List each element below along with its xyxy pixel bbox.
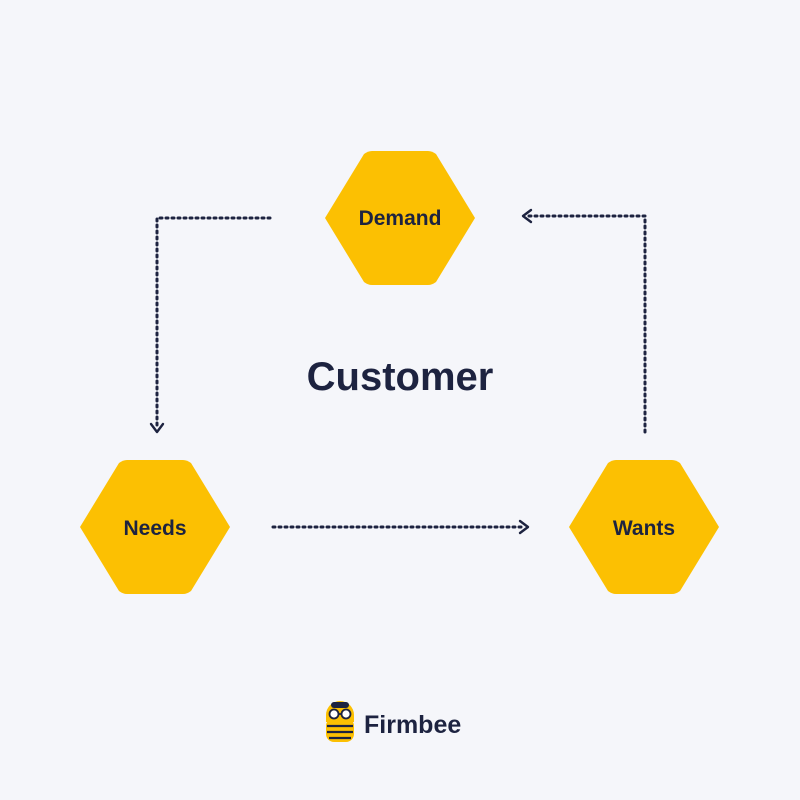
brand-name: Firmbee bbox=[364, 711, 461, 739]
node-needs: Needs bbox=[80, 460, 230, 594]
connector-demand-to-needs bbox=[149, 216, 272, 434]
hexagon-needs bbox=[80, 460, 230, 594]
hexagon-demand bbox=[325, 151, 475, 285]
arrow-down-icon bbox=[149, 422, 165, 434]
center-label: Customer bbox=[307, 355, 494, 399]
arrow-left-icon bbox=[521, 208, 533, 224]
node-label-demand: Demand bbox=[359, 207, 442, 230]
hexagon-wants bbox=[569, 460, 719, 594]
connector-needs-to-wants bbox=[271, 519, 530, 535]
node-label-needs: Needs bbox=[123, 517, 186, 540]
node-label-wants: Wants bbox=[613, 517, 675, 540]
dotted-line-demand-needs bbox=[155, 216, 272, 429]
brand-logo: Firmbee bbox=[326, 701, 461, 742]
node-wants: Wants bbox=[569, 460, 719, 594]
connector-wants-to-demand bbox=[521, 208, 647, 434]
bee-mascot-icon bbox=[326, 701, 354, 742]
arrow-right-icon bbox=[518, 519, 530, 535]
node-demand: Demand bbox=[325, 151, 475, 285]
dotted-line-wants-demand bbox=[526, 214, 647, 434]
